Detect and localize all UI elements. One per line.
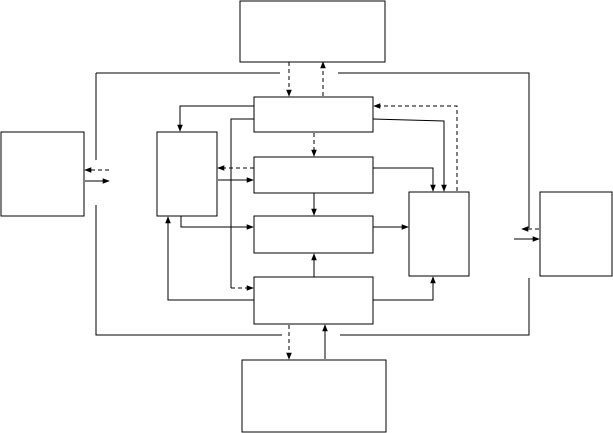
outer-loop-bottom-right-line [340,278,530,336]
outer-loop-top-line [96,72,530,228]
center-mid-upper-box [253,156,374,194]
outer-loop-left-line [95,73,282,336]
top-box [239,0,386,63]
center-top-box [253,96,374,133]
center-bottom-to-inner-right-arrow [373,276,436,301]
right-box [539,191,613,277]
center-bottom-box [253,276,374,325]
bottom-box [241,359,387,433]
mid-upper-to-inner-right-arrow [373,167,436,192]
inner-right-box [408,191,470,277]
center-top-to-inner-right-arrow [372,118,447,192]
center-mid-lower-box [253,215,374,254]
center-bottom-to-inner-left-arrow [165,216,254,301]
left-box [0,131,85,217]
center-top-to-center-bottom-line [230,118,254,288]
center-top-to-inner-left-arrow [177,105,254,132]
inner-right-to-center-top-dashed-arrow [373,103,458,191]
inner-left-box [156,131,218,217]
inner-left-to-mid-lower-arrow [180,216,254,230]
